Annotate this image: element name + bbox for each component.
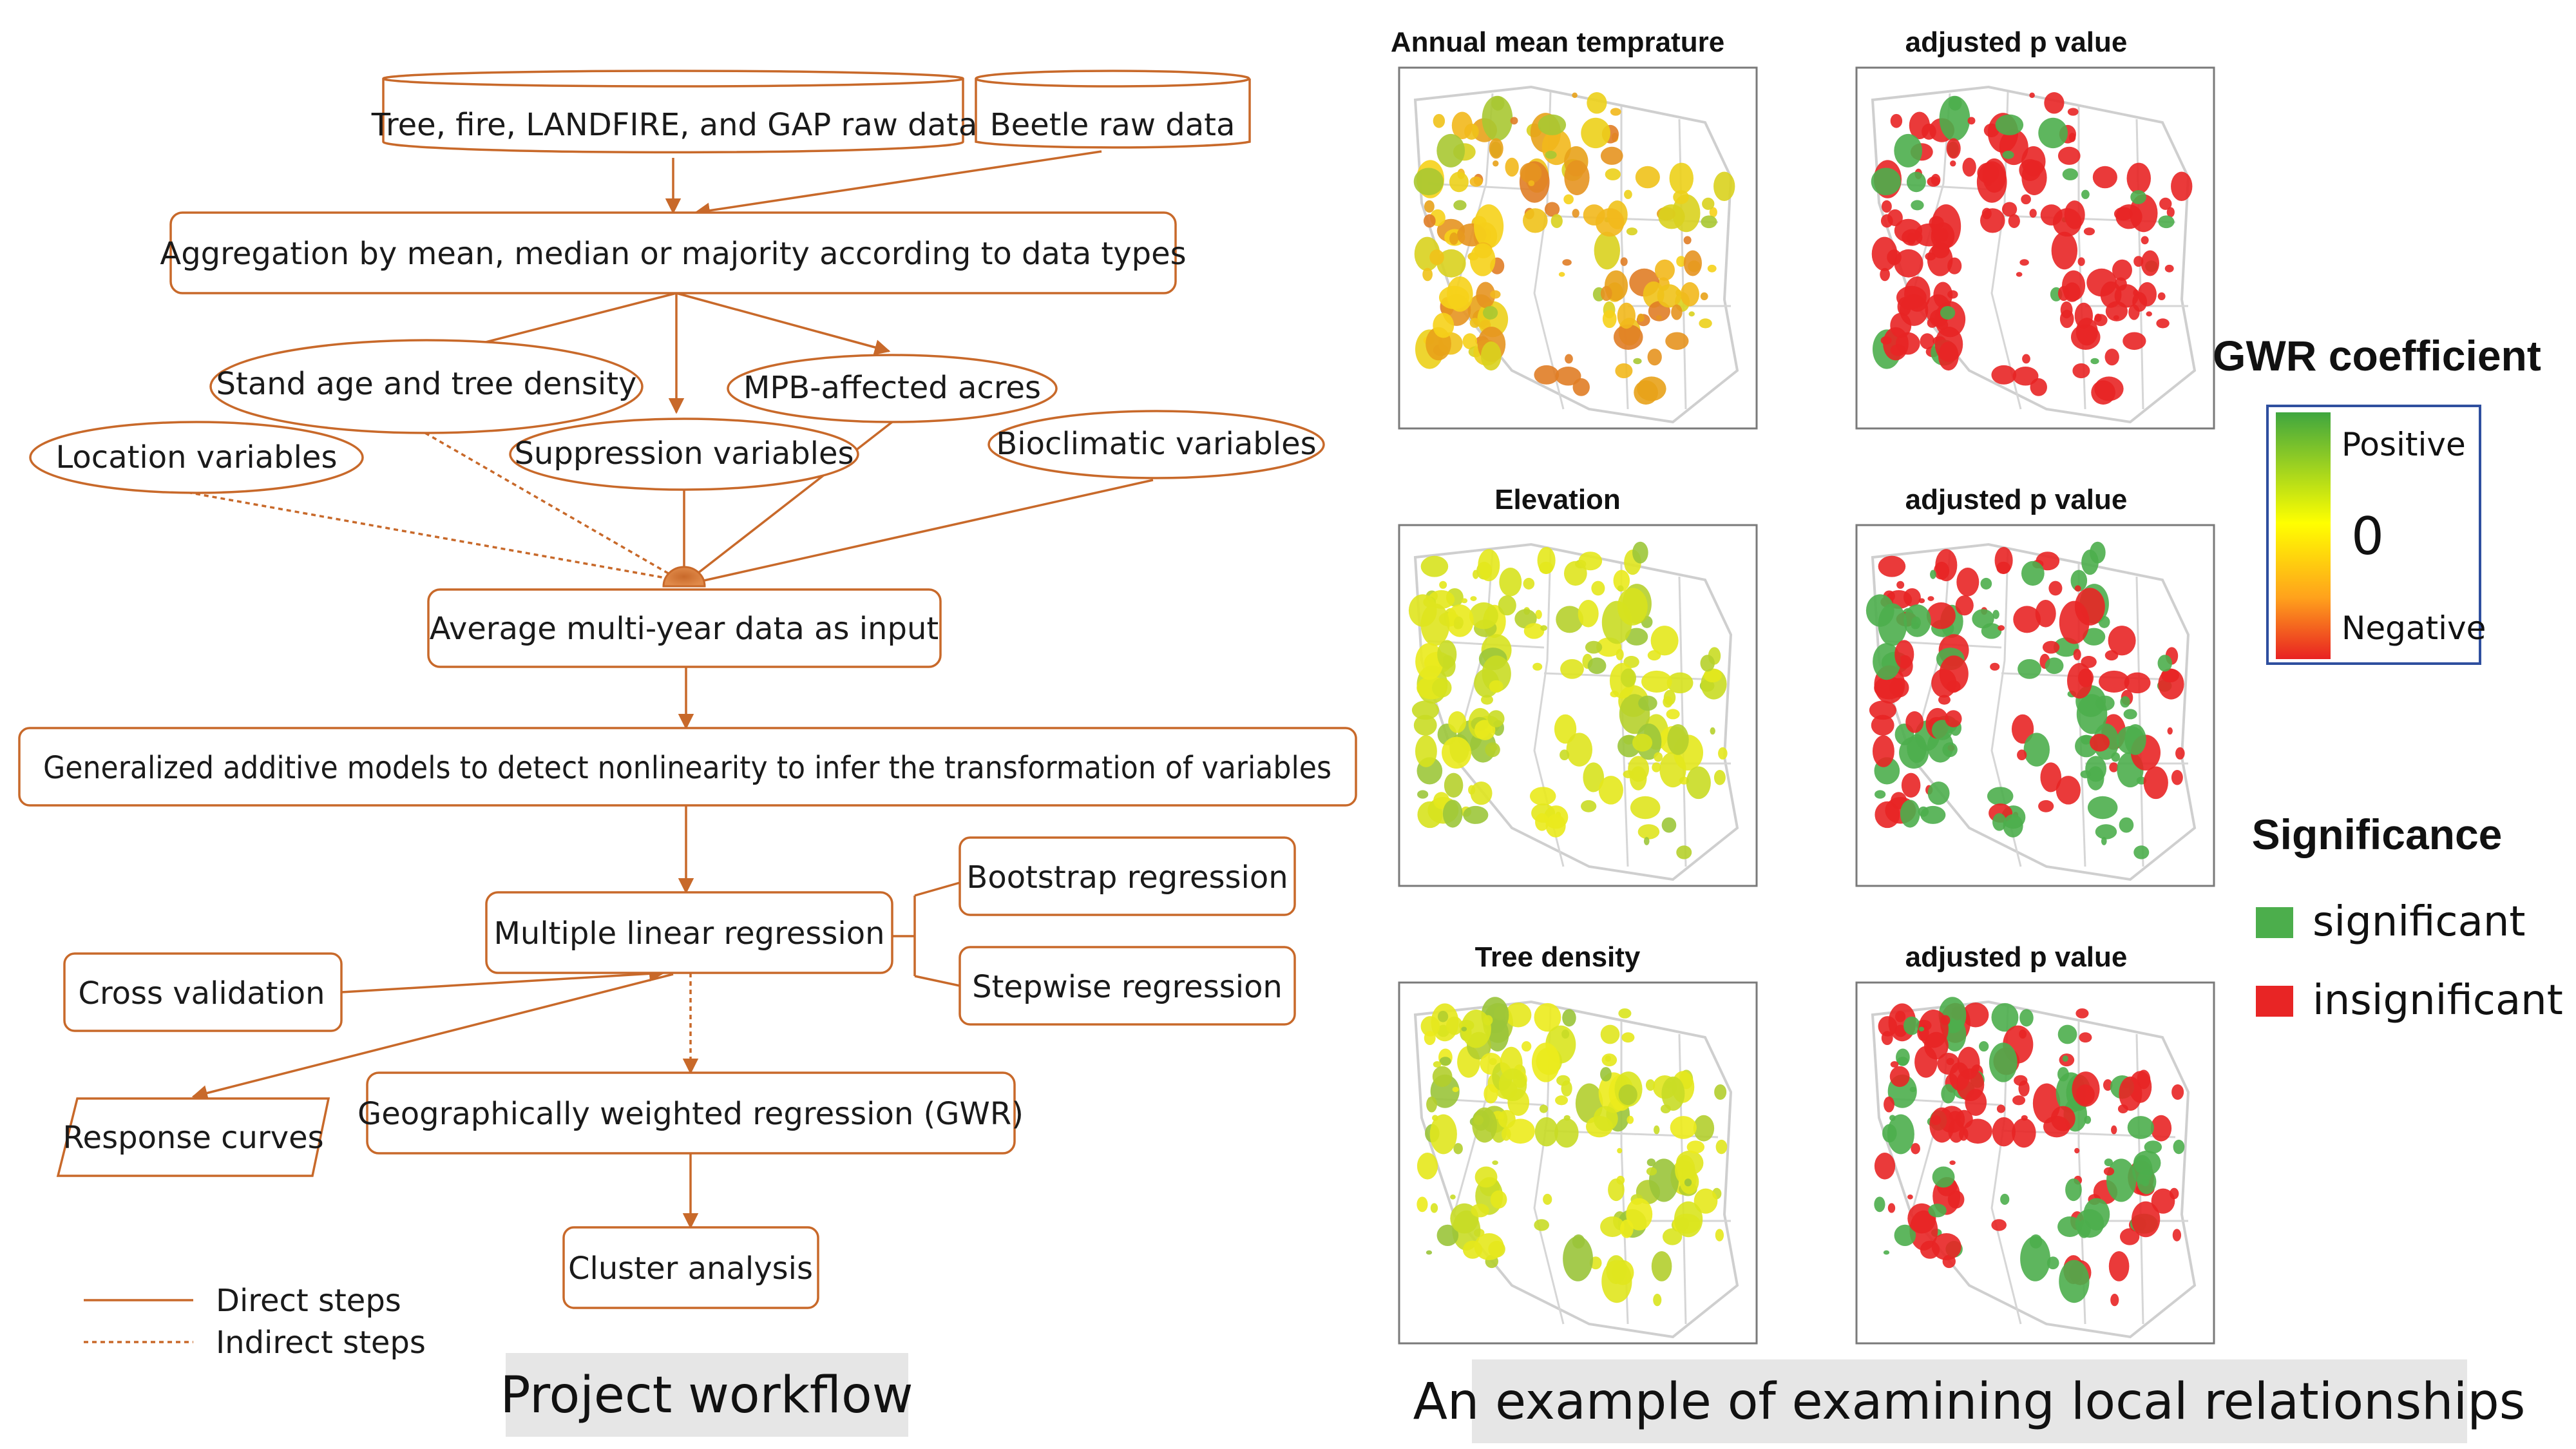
gwr-legend-positive: Positive <box>2342 426 2466 463</box>
location-label: Location variables <box>56 439 338 475</box>
significant-swatch <box>2256 907 2293 938</box>
map-title-temperature: Annual mean temprature <box>1391 26 1724 58</box>
gwr-legend-negative: Negative <box>2342 609 2486 647</box>
gam-box <box>18 727 1357 807</box>
map-panel <box>1398 66 1758 430</box>
gwr-legend-zero: 0 <box>2351 506 2384 566</box>
gwr-coefficient-legend: GWR coefficient Positive 0 Negative <box>2213 332 2541 665</box>
workflow-diagram <box>18 70 1357 1343</box>
mpb-ellipse <box>727 354 1058 423</box>
gwr-label: Geographically weighted regression (GWR) <box>358 1096 1024 1132</box>
raw-data-store <box>382 70 964 154</box>
map-title-tree-density: Tree density <box>1475 941 1641 973</box>
stepwise-label: Stepwise regression <box>972 969 1283 1005</box>
aggregation-box <box>169 211 1177 294</box>
cluster-box <box>562 1226 819 1309</box>
edge-mlr-to-response <box>191 973 674 1101</box>
edge-bioclimatic-to-average <box>692 479 1154 584</box>
gam-label: Generalized additive models to detect no… <box>43 750 1331 786</box>
raw-data-label: Tree, fire, LANDFIRE, and GAP raw data <box>371 107 978 143</box>
workflow-labels: Tree, fire, LANDFIRE, and GAP raw data B… <box>43 107 1331 1287</box>
bootstrap-box <box>959 836 1296 916</box>
average-label: Average multi-year data as input <box>430 611 939 647</box>
location-ellipse <box>29 421 364 494</box>
map-grid: Annual mean temprature adjusted p value … <box>1391 26 2128 973</box>
map-panel <box>1398 524 1758 887</box>
mlr-label: Multiple linear regression <box>494 916 885 952</box>
workflow-caption-bg <box>506 1353 908 1437</box>
map-title-p3: adjusted p value <box>1905 941 2128 973</box>
cluster-label: Cluster analysis <box>568 1251 813 1287</box>
map-panel <box>1855 981 2215 1345</box>
gwr-legend-title: GWR coefficient <box>2213 332 2541 379</box>
stepwise-box <box>959 946 1296 1026</box>
edge-location-to-average <box>154 485 677 581</box>
legend-direct-label: Direct steps <box>216 1283 401 1319</box>
stand-age-label: Stand age and tree density <box>216 366 637 402</box>
response-curves-parallelogram <box>56 1097 330 1177</box>
merge-hub-icon <box>662 566 706 588</box>
workflow-connectors <box>154 150 1154 1229</box>
response-curves-label: Response curves <box>62 1120 323 1156</box>
workflow-legend: Direct steps Indirect steps <box>216 1283 426 1361</box>
beetle-data-store <box>975 70 1251 149</box>
significance-legend: Significance significant insignificant <box>2252 811 2563 1024</box>
legend-indirect-label: Indirect steps <box>216 1325 426 1361</box>
edge-standage-to-average <box>425 432 680 581</box>
gwr-color-ramp <box>2276 412 2331 659</box>
maps-caption-text: An example of examining local relationsh… <box>1413 1373 2526 1431</box>
map-title-elevation: Elevation <box>1494 484 1621 515</box>
map-title-p1: adjusted p value <box>1905 26 2128 58</box>
edge-beetle-to-aggregation <box>694 150 1102 218</box>
map-panel <box>1398 981 1758 1345</box>
bootstrap-label: Bootstrap regression <box>966 859 1288 896</box>
cross-validation-box <box>63 952 343 1032</box>
edge-agg-to-mpb <box>676 292 891 356</box>
significance-legend-title: Significance <box>2252 811 2503 858</box>
mlr-box <box>485 891 893 974</box>
insignificant-label: insignificant <box>2313 977 2563 1024</box>
aggregation-label: Aggregation by mean, median or majority … <box>160 236 1186 272</box>
bioclimatic-ellipse <box>987 410 1325 479</box>
gwr-box <box>366 1071 1016 1155</box>
map-title-p2: adjusted p value <box>1905 484 2128 515</box>
average-box <box>427 588 942 668</box>
insignificant-swatch <box>2256 986 2293 1017</box>
maps-caption-bg <box>1472 1359 2467 1443</box>
edge-mlr-to-alternatives <box>892 881 960 987</box>
suppression-ellipse <box>509 417 859 491</box>
workflow-caption: Project workflow <box>500 1353 913 1437</box>
bioclimatic-label: Bioclimatic variables <box>996 426 1316 462</box>
stand-age-ellipse <box>209 339 644 434</box>
maps-caption: An example of examining local relationsh… <box>1413 1359 2526 1443</box>
workflow-caption-text: Project workflow <box>500 1367 913 1425</box>
map-panel <box>1855 66 2215 430</box>
edge-mpb-to-average <box>688 421 893 581</box>
beetle-data-label: Beetle raw data <box>990 107 1236 143</box>
cross-validation-label: Cross validation <box>78 975 325 1012</box>
significant-label: significant <box>2313 898 2525 946</box>
mpb-label: MPB-affected acres <box>743 370 1041 406</box>
edge-cv-to-mlr <box>341 966 665 993</box>
maps-layer <box>1398 66 2215 1345</box>
map-panel <box>1855 524 2215 887</box>
suppression-label: Suppression variables <box>514 436 854 472</box>
